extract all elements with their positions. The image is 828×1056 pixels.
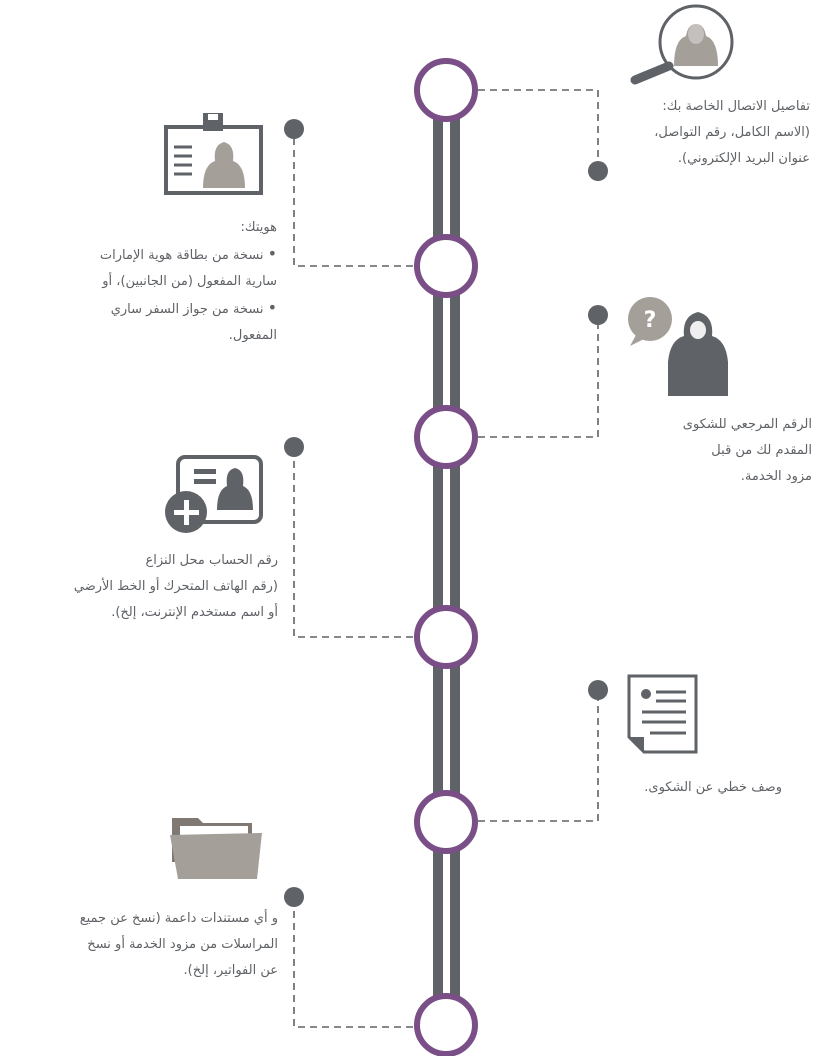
identity-heading: هويتك: (240, 220, 277, 235)
supporting-line-2: المراسلات من مزود الخدمة أو نسخ (87, 937, 278, 952)
connector-supporting (293, 897, 413, 1028)
supporting-line-3: عن الفواتير، إلخ). (183, 963, 278, 978)
folder-icon (170, 818, 262, 879)
identity-bullet-1: نسخة من بطاقة هوية الإمارات (100, 241, 277, 269)
connector-dot (284, 119, 304, 139)
connector-dot (588, 680, 608, 700)
connector-account (293, 448, 413, 638)
question-person-icon: ? (628, 297, 728, 396)
contact-line-1: تفاصيل الاتصال الخاصة بك: (662, 99, 810, 114)
identity-bullet-1-cont: سارية المفعول (من الجانبين)، أو (102, 274, 277, 289)
add-account-icon (165, 455, 263, 533)
connectors (293, 89, 599, 1028)
connector-dot (588, 305, 608, 325)
connector-dots (284, 119, 608, 907)
document-icon (627, 674, 698, 754)
milestone-rings (414, 58, 478, 1056)
milestone-ring (414, 405, 478, 469)
description-line-1: وصف خطي عن الشكوى. (644, 780, 782, 795)
contact-line-3: عنوان البريد الإلكتروني). (677, 151, 810, 166)
milestone-ring (414, 790, 478, 854)
identity-bullet-2-cont: المفعول. (228, 328, 277, 343)
item-written-description: وصف خطي عن الشكوى. (600, 775, 782, 801)
supporting-line-1: و أي مستندات داعمة (نسخ عن جميع (79, 911, 278, 926)
timeline-rails (433, 90, 460, 1025)
identity-bullet-2: نسخة من جواز السفر ساري (100, 295, 277, 323)
account-line-1: رقم الحساب محل النزاع (145, 553, 278, 568)
reference-line-3: مزود الخدمة. (740, 469, 812, 484)
item-identity: هويتك: نسخة من بطاقة هوية الإمارات سارية… (100, 215, 277, 349)
milestone-ring (414, 234, 478, 298)
connector-dot (588, 161, 608, 181)
connector-identity (293, 128, 413, 267)
connector-dot (284, 437, 304, 457)
connector-reference (478, 316, 599, 438)
account-line-2: (رقم الهاتف المتحرك أو الخط الأرضي (73, 579, 278, 594)
reference-line-2: المقدم لك من قبل (711, 443, 812, 458)
item-supporting-documents: و أي مستندات داعمة (نسخ عن جميع المراسلا… (20, 906, 278, 984)
reference-line-1: الرقم المرجعي للشكوى (682, 417, 812, 432)
milestone-ring (414, 993, 478, 1056)
connector-contact (478, 89, 599, 168)
connector-dot (284, 887, 304, 907)
contact-line-2: (الاسم الكامل، رقم التواصل، (654, 125, 810, 140)
id-card-icon (164, 113, 263, 195)
rail-right (450, 90, 460, 1025)
svg-text:?: ? (644, 308, 657, 333)
milestone-ring (414, 58, 478, 122)
magnifier-person-icon (630, 4, 734, 85)
account-line-3: أو اسم مستخدم الإنترنت، إلخ). (111, 605, 278, 620)
milestone-ring (414, 605, 478, 669)
rail-left (433, 90, 443, 1025)
connector-description (478, 690, 599, 822)
item-disputed-account: رقم الحساب محل النزاع (رقم الهاتف المتحر… (20, 548, 278, 626)
item-complaint-reference: الرقم المرجعي للشكوى المقدم لك من قبل مز… (600, 412, 812, 490)
item-contact-details: تفاصيل الاتصال الخاصة بك: (الاسم الكامل،… (580, 94, 810, 172)
